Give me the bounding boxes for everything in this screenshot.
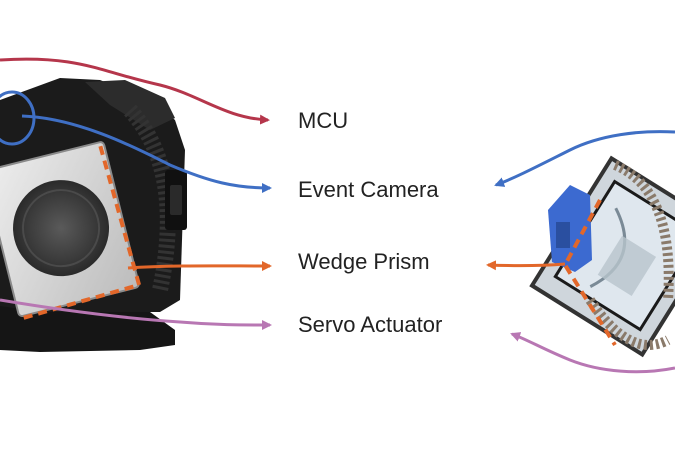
left-device-connector-detail — [170, 185, 182, 215]
arrow-servo-right — [510, 332, 675, 374]
arrow-prism-left — [127, 260, 272, 271]
arrow-camera-right — [494, 130, 675, 187]
arrow-prism-right — [486, 260, 566, 271]
left-device-gear — [123, 104, 176, 292]
label-mcu: MCU — [298, 108, 349, 133]
right-device-gear — [612, 160, 674, 301]
right-device-servo-detail — [556, 222, 570, 248]
arrow-camera-left — [21, 114, 272, 193]
left-prism-lens — [13, 180, 110, 277]
left-prism-lens-ring — [22, 189, 101, 268]
arrow-servo-left — [0, 298, 272, 330]
right-device — [529, 155, 675, 358]
right-device-gear-bottom — [585, 297, 671, 350]
arrow-mcu-left — [0, 57, 270, 125]
right-device-inner-plate — [597, 235, 657, 296]
left-prism-dashed-outline — [23, 145, 142, 320]
left-device-top-bracket — [85, 80, 175, 130]
label-servo-actuator: Servo Actuator — [298, 312, 443, 337]
label-event-camera: Event Camera — [298, 177, 439, 202]
right-prism-dashed-outline — [562, 199, 617, 347]
label-wedge-prism: Wedge Prism — [298, 249, 430, 274]
left-device — [0, 78, 187, 352]
